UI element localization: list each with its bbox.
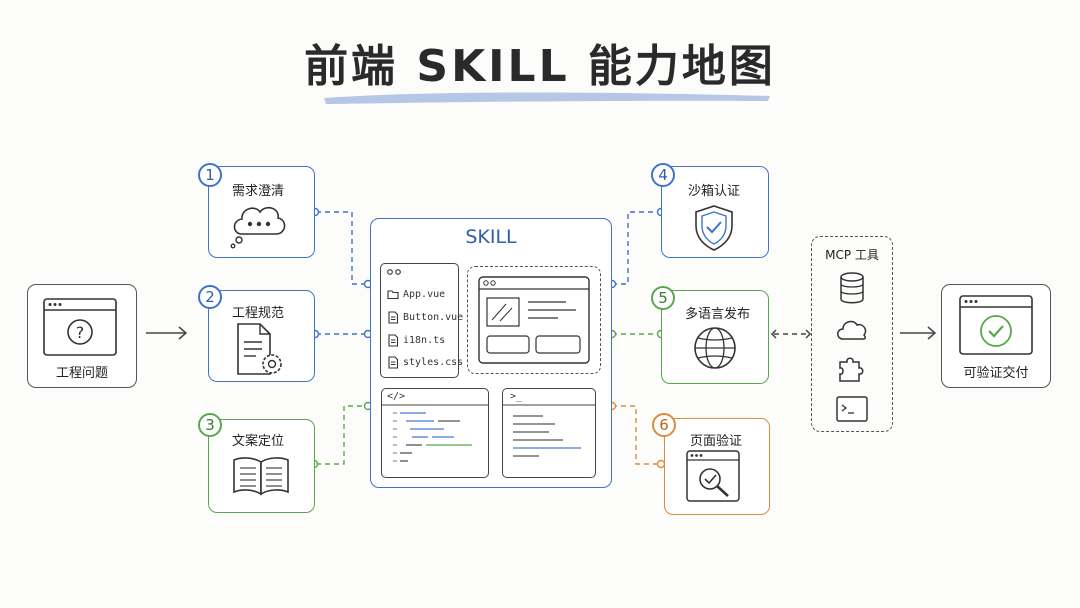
step-label-5: 多语言发布 xyxy=(685,307,751,322)
output-label: 可验证交付 xyxy=(963,366,1029,381)
code-lines xyxy=(382,404,488,462)
document-gear-icon xyxy=(237,323,282,375)
step-badge-2: 2 xyxy=(198,285,222,309)
database-icon xyxy=(840,272,864,304)
title-brush-stroke xyxy=(324,92,770,104)
svg-text:?: ? xyxy=(76,323,85,342)
page-title: 前端 SKILL 能力地图 xyxy=(304,41,776,92)
step-label-1: 需求澄清 xyxy=(232,184,285,199)
step-label-4: 沙箱认证 xyxy=(688,184,741,199)
step-badge-6: 6 xyxy=(652,413,676,437)
file-icon xyxy=(388,356,399,369)
input-label: 工程问题 xyxy=(55,366,108,381)
file-explorer-panel xyxy=(380,263,459,378)
globe-icon xyxy=(694,327,736,369)
code-editor-panel xyxy=(381,388,489,478)
skill-title: SKILL xyxy=(465,226,517,248)
step-badge-4: 4 xyxy=(651,163,675,187)
shield-check-icon xyxy=(695,205,733,251)
terminal-tag: >_ xyxy=(510,391,523,402)
step-label-6: 页面验证 xyxy=(690,434,743,449)
file-icon xyxy=(388,311,399,324)
question-window-icon: ? xyxy=(43,298,117,356)
magnifier-check-icon xyxy=(686,450,740,502)
step-label-2: 工程规范 xyxy=(232,306,285,321)
file-icon xyxy=(388,334,399,347)
step-badge-5: 5 xyxy=(651,286,675,310)
mcp-tools-panel xyxy=(811,236,893,432)
terminal-icon xyxy=(836,396,868,422)
code-tag: </> xyxy=(387,391,406,402)
folder-icon xyxy=(387,290,399,300)
thought-bubble-icon xyxy=(230,206,286,249)
check-window-icon xyxy=(959,295,1033,355)
file-item: i18n.ts xyxy=(403,335,446,346)
step-badge-1: 1 xyxy=(198,163,222,187)
file-item: Button.vue xyxy=(403,312,464,323)
preview-dashed-frame xyxy=(467,266,601,374)
terminal-lines xyxy=(503,404,595,457)
preview-window-icon xyxy=(478,276,590,364)
file-explorer-dots xyxy=(387,269,401,275)
step-badge-3: 3 xyxy=(198,413,222,437)
mcp-title: MCP 工具 xyxy=(825,248,879,262)
step-label-3: 文案定位 xyxy=(232,434,285,449)
input-node xyxy=(27,284,137,388)
open-book-icon xyxy=(233,457,289,496)
file-item: styles.css xyxy=(403,357,464,368)
cloud-icon xyxy=(837,320,867,340)
terminal-panel xyxy=(502,388,596,478)
puzzle-icon xyxy=(839,357,864,382)
file-item: App.vue xyxy=(403,289,446,300)
